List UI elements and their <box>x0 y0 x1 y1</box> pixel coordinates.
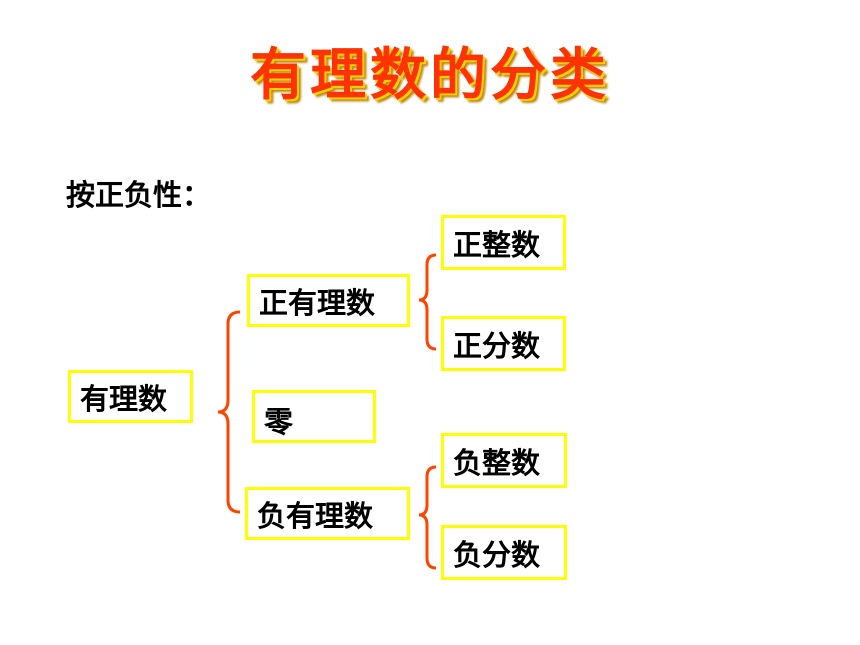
node-rational-number: 有理数 <box>68 370 193 423</box>
node-negative-integer: 负整数 <box>441 433 567 488</box>
node-label: 负整数 <box>453 445 541 480</box>
node-label: 零 <box>264 405 294 439</box>
node-negative-fraction: 负分数 <box>441 525 567 580</box>
node-zero: 零 <box>252 390 376 443</box>
node-negative-rational: 负有理数 <box>245 487 410 540</box>
node-label: 负分数 <box>453 537 541 572</box>
node-positive-fraction: 正分数 <box>441 316 566 371</box>
node-label: 正有理数 <box>259 285 376 320</box>
classification-criterion: 按正负性： <box>66 178 212 212</box>
node-positive-rational: 正有理数 <box>247 274 410 327</box>
main-brace <box>217 310 241 514</box>
node-label: 正分数 <box>453 328 541 363</box>
page-title: 有理数的分类 <box>250 43 610 108</box>
negative-brace <box>418 465 437 570</box>
node-positive-integer: 正整数 <box>441 215 566 270</box>
node-label: 正整数 <box>453 227 541 262</box>
positive-brace <box>418 253 437 351</box>
node-label: 负有理数 <box>257 498 374 533</box>
node-label: 有理数 <box>80 381 168 416</box>
